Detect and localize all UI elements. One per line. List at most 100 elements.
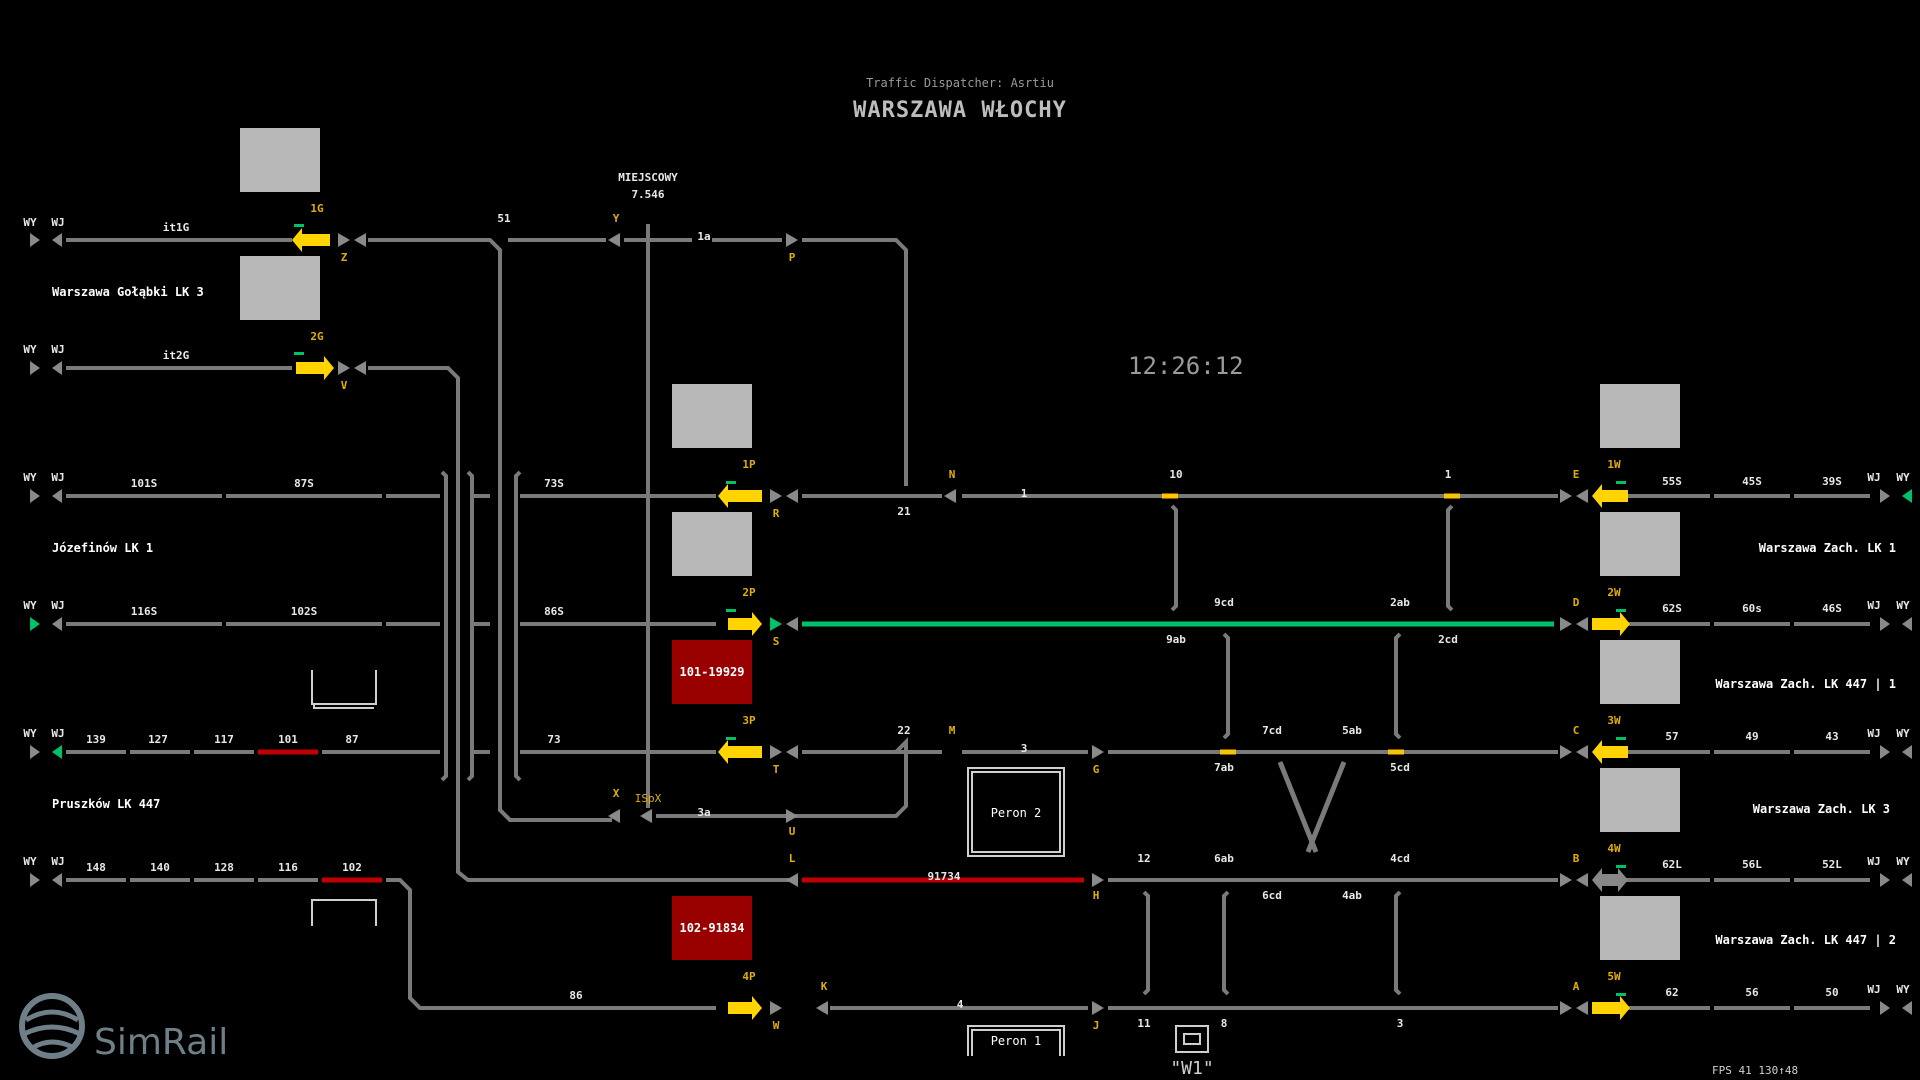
track-label-45: 1a — [697, 230, 710, 243]
signal-label-5: P — [789, 251, 796, 264]
station-name-2: Pruszków LK 447 — [52, 797, 160, 811]
track-label-27: 116S — [131, 605, 158, 618]
track-label-21: WJ — [1867, 983, 1880, 996]
signal-1W — [1592, 484, 1628, 508]
station-name-4: Warszawa Zach. LK 447 | 1 — [1715, 677, 1896, 691]
track-label-1: WJ — [51, 216, 64, 229]
signal-label-10: S — [773, 635, 780, 648]
signal-label-11: 3P — [742, 714, 756, 727]
track-label-42: 51 — [497, 212, 511, 225]
signal-label-29: B — [1573, 852, 1580, 865]
track-label-8: WY — [23, 727, 37, 740]
track-label-10: WY — [23, 855, 37, 868]
signal-2G — [296, 356, 334, 380]
track-label-83: 62 — [1665, 986, 1678, 999]
track-label-29: 86S — [544, 605, 564, 618]
ispx-label: ISpX — [635, 792, 662, 805]
track-label-73: 39S — [1822, 475, 1842, 488]
station-names: Warszawa Gołąbki LK 3 Józefinów LK 1 Prusz… — [52, 285, 1896, 947]
track-label-74: 62S — [1662, 602, 1682, 615]
track-label-18: WY — [1896, 855, 1910, 868]
track-label-48: 10 — [1169, 468, 1182, 481]
track-label-85: 50 — [1825, 986, 1838, 999]
track-label-69: 8 — [1221, 1017, 1228, 1030]
track-label-80: 62L — [1662, 858, 1682, 871]
track-label-62: 12 — [1137, 852, 1150, 865]
track-label-30: 139 — [86, 733, 106, 746]
track-label-19: WJ — [1867, 855, 1880, 868]
signal-label-4: Y — [613, 212, 620, 225]
track-label-13: WJ — [1867, 471, 1880, 484]
track-label-20: WY — [1896, 983, 1910, 996]
track-label-78: 49 — [1745, 730, 1758, 743]
track-label-31: 127 — [148, 733, 168, 746]
track-label-26: 73S — [544, 477, 564, 490]
track-label-56: 7cd — [1262, 724, 1282, 737]
station-name-3: Warszawa Zach. LK 1 — [1759, 541, 1896, 555]
signal-label-20: W — [773, 1019, 780, 1032]
signal-label-28: 3W — [1607, 714, 1621, 727]
station-name-5: Warszawa Zach. LK 3 — [1753, 802, 1890, 816]
fps-counter: FPS 41 130↑48 — [1712, 1064, 1799, 1077]
track-label-11: WJ — [51, 855, 64, 868]
occupied-segments — [258, 493, 1554, 883]
station-name-1: Józefinów LK 1 — [52, 541, 153, 555]
signal-label-1: Z — [341, 251, 348, 264]
track-label-28: 102S — [291, 605, 318, 618]
track-label-50: 9cd — [1214, 596, 1234, 609]
track-label-64: 4cd — [1390, 852, 1410, 865]
track-label-77: 57 — [1665, 730, 1678, 743]
station-building-icons — [240, 128, 1680, 960]
signal-label-6: 1P — [742, 458, 756, 471]
track-label-23: it2G — [163, 349, 190, 362]
track-label-7: WJ — [51, 599, 64, 612]
signal-label-0: 1G — [310, 202, 324, 215]
signal-4P — [728, 996, 762, 1020]
track-label-84: 56 — [1745, 986, 1759, 999]
signal-label-2: 2G — [310, 330, 324, 343]
track-label-58: 7ab — [1214, 761, 1234, 774]
track-label-32: 117 — [214, 733, 234, 746]
track-label-46: 21 — [897, 505, 911, 518]
signal-3W — [1592, 740, 1628, 764]
track-label-47: 1 — [1021, 487, 1028, 500]
track-label-35: 73 — [547, 733, 560, 746]
track-label-79: 43 — [1825, 730, 1838, 743]
signal-2W — [1592, 612, 1630, 636]
track-label-61: 91734 — [927, 870, 960, 883]
signals[interactable] — [292, 228, 1630, 1020]
train-indicators[interactable]: 101-19929 102-91834 — [672, 640, 752, 960]
signal-label-32: 5W — [1607, 970, 1621, 983]
track-label-34: 87 — [345, 733, 358, 746]
station-name-0: Warszawa Gołąbki LK 3 — [52, 285, 204, 299]
track-label-12: WY — [1896, 471, 1910, 484]
track-label-75: 60s — [1742, 602, 1762, 615]
track-label-66: 4ab — [1342, 889, 1362, 902]
signal-indicators — [294, 224, 1626, 996]
track-label-49: 1 — [1445, 468, 1452, 481]
track-label-3: WJ — [51, 343, 64, 356]
platform-2-label: Peron 2 — [991, 806, 1042, 820]
dispatcher-label: Traffic Dispatcher: Asrtiu — [866, 76, 1054, 90]
platform-1-label: Peron 1 — [991, 1034, 1042, 1048]
signal-label-23: E — [1573, 468, 1580, 481]
signal-label-17: L — [789, 852, 796, 865]
boundary-markers — [30, 233, 1912, 1015]
track-label-67: 4 — [957, 998, 964, 1011]
train-label-1: 101-19929 — [679, 665, 744, 679]
signal-label-26: 2W — [1607, 586, 1621, 599]
track-label-52: 9ab — [1166, 633, 1186, 646]
signal-labels: 1GZ2GVYP1PRN2PS3PTMGXULH4PWKJE1WD2WC3WB4… — [310, 202, 1621, 1032]
signal-label-15: X — [613, 787, 620, 800]
track-label-70: 3 — [1397, 1017, 1404, 1030]
track-label-37: 140 — [150, 861, 170, 874]
station-name-6: Warszawa Zach. LK 447 | 2 — [1715, 933, 1896, 947]
track-label-36: 148 — [86, 861, 106, 874]
signal-5W — [1592, 996, 1630, 1020]
track-label-0: WY — [23, 216, 37, 229]
track-label-54: 22 — [897, 724, 910, 737]
track-label-63: 6ab — [1214, 852, 1234, 865]
signal-label-3: V — [341, 379, 348, 392]
